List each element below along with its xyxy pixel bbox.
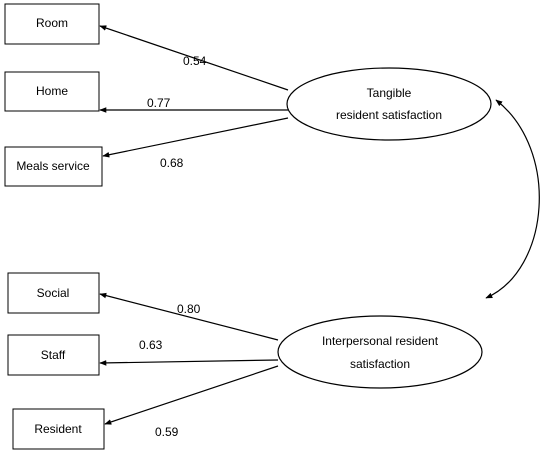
box-room-label: Room: [36, 16, 68, 30]
box-resident: Resident: [12, 408, 105, 450]
correlation-arrow: [485, 99, 540, 299]
oval-tangible-line1: Tangible: [367, 86, 412, 100]
oval-tangible-line2: resident satisfaction: [336, 108, 442, 122]
box-staff: Staff: [7, 334, 100, 376]
box-meals-service-label: Meals service: [16, 159, 90, 173]
box-room: Room: [4, 3, 100, 45]
path-interpersonal-social: [99, 292, 279, 341]
loading-room: 0.54: [183, 54, 207, 68]
path-interpersonal-resident: [104, 365, 279, 425]
box-resident-label: Resident: [34, 422, 82, 436]
box-home-label: Home: [36, 84, 68, 98]
loading-resident: 0.59: [155, 425, 179, 439]
box-social: Social: [7, 272, 100, 314]
box-staff-label: Staff: [41, 348, 66, 362]
box-home: Home: [4, 71, 100, 112]
path-tangible-room: [99, 25, 289, 91]
box-meals-service: Meals service: [4, 146, 103, 187]
loading-home: 0.77: [147, 96, 171, 110]
oval-interpersonal-line1: Interpersonal resident: [322, 334, 439, 348]
oval-tangible: Tangible resident satisfaction: [286, 67, 492, 141]
box-social-label: Social: [37, 286, 70, 300]
path-tangible-meals: [102, 117, 289, 158]
loading-social: 0.80: [177, 302, 201, 316]
loading-meals: 0.68: [160, 156, 184, 170]
oval-interpersonal-line2: satisfaction: [350, 357, 410, 371]
path-interpersonal-staff: [99, 359, 279, 366]
oval-interpersonal: Interpersonal resident satisfaction: [277, 315, 483, 389]
loading-staff: 0.63: [139, 338, 163, 352]
